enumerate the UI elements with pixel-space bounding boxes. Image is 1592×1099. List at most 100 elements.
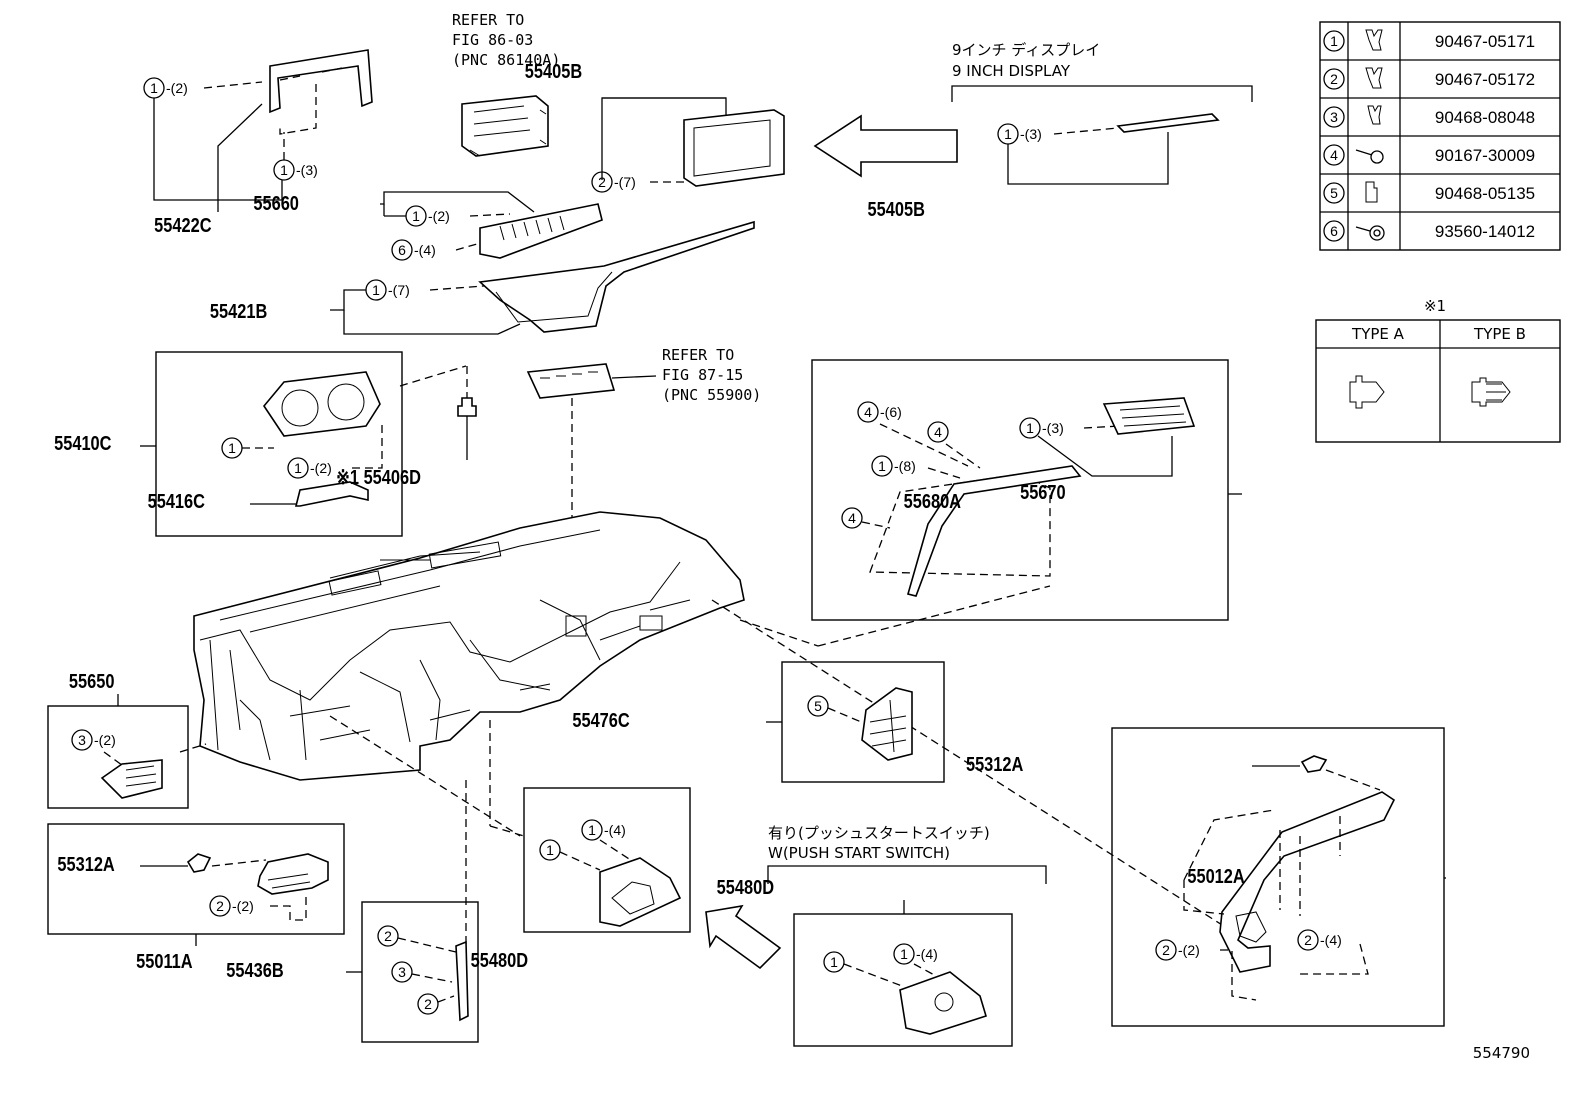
part-number: 93560-14012: [1435, 222, 1535, 241]
label-55410C: 55410C: [54, 431, 111, 454]
assembly-55422C: 1 -(2) 1 -(3) 55422C: [143, 49, 373, 236]
label-55011A: 55011A: [136, 949, 192, 972]
push-start-note-jp: 有り(プッシュスタートスイッチ): [768, 824, 990, 842]
part-table-row: 4 90167-30009: [1323, 144, 1535, 166]
direction-arrow: [813, 114, 958, 178]
qty-55670-a: -(6): [880, 404, 902, 420]
nine-inch-display: 9インチ ディスプレイ 9 INCH DISPLAY 1 -(3) 55405B: [868, 41, 1253, 220]
assembly-55410C: 55410C 1 1 -(2) 55416C: [54, 351, 467, 537]
side-trim-drawing: [1219, 791, 1396, 973]
type-a-label: TYPE A: [1351, 325, 1405, 343]
part-table-row: 5 90468-05135: [1323, 181, 1535, 204]
part-table-row: 3 90468-08048: [1323, 105, 1535, 128]
instrument-panel-drawing: [179, 511, 1231, 952]
label-55312A-right: 55312A: [966, 752, 1023, 775]
part-number: 90468-08048: [1435, 108, 1535, 127]
refer-line: (PNC 55900): [662, 386, 761, 404]
label-55405B-top: 55405B: [525, 59, 582, 82]
start-button-icon: [934, 992, 954, 1012]
svg-text:1: 1: [1026, 420, 1034, 436]
qty-55660-a: -(2): [428, 208, 450, 224]
label-55650: 55650: [69, 669, 115, 692]
clip-icon: [186, 853, 212, 873]
refer-line: REFER TO: [662, 346, 734, 364]
qty-55405B: -(7): [614, 174, 636, 190]
clip-icon: [1367, 105, 1382, 125]
label-55480D-top: 55480D: [717, 875, 774, 898]
type-table: ※1 TYPE A TYPE B: [1315, 297, 1561, 443]
clip-icon: [457, 397, 477, 417]
side-vent-drawing: [100, 759, 163, 799]
label-55312A-left: 55312A: [57, 852, 114, 875]
qty-55480D-top: -(4): [916, 946, 938, 962]
type-note-mark: ※1: [1424, 297, 1446, 315]
label-55012A: 55012A: [1187, 864, 1244, 887]
row-number: 4: [1330, 147, 1338, 163]
qty-55480D-box: -(4): [604, 822, 626, 838]
switch-bezel-drawing: [599, 857, 682, 927]
assembly-55011A: 55312A 2 -(2) 55011A: [47, 823, 345, 972]
brace-drawing: [455, 940, 469, 1022]
svg-text:2: 2: [1304, 932, 1312, 948]
svg-text:2: 2: [384, 928, 392, 944]
refer-line: FIG 87-15: [662, 366, 743, 384]
refer-fig-87: REFER TO FIG 87-15 (PNC 55900): [526, 346, 761, 640]
qty-display: -(3): [1020, 126, 1042, 142]
type-b-label: TYPE B: [1473, 325, 1526, 343]
screw-icon: [1355, 225, 1385, 241]
diagram-code: 554790: [1473, 1044, 1530, 1062]
direction-arrow: [705, 904, 782, 970]
svg-text:1: 1: [372, 282, 380, 298]
svg-text:2: 2: [598, 174, 606, 190]
meter-panel-drawing: [294, 481, 369, 507]
row-number: 3: [1330, 109, 1338, 125]
qty-55422C-a: -(2): [166, 80, 188, 96]
svg-text:3: 3: [78, 732, 86, 748]
part-number: 90467-05172: [1435, 70, 1535, 89]
qty-55011A: -(2): [232, 898, 254, 914]
svg-text:1: 1: [150, 80, 158, 96]
part-table-row: 1 90467-05171: [1323, 29, 1535, 52]
qty-55670-b: -(8): [894, 458, 916, 474]
svg-text:6: 6: [398, 242, 406, 258]
label-55416C: 55416C: [148, 489, 205, 512]
row-number: 5: [1330, 185, 1338, 201]
part-table-row: 2 90467-05172: [1323, 67, 1535, 90]
qty-55660-b: -(4): [414, 242, 436, 258]
assembly-55670: 55670 4 -(6) 4 1 -(8) 4 1 -(3) 55680A: [811, 359, 1242, 621]
svg-text:1: 1: [546, 842, 554, 858]
label-55480D-box: 55480D: [471, 948, 528, 971]
svg-text:4: 4: [848, 510, 856, 526]
part-number: 90468-05135: [1435, 184, 1535, 203]
qty-55680A: -(3): [1042, 420, 1064, 436]
assembly-55436B: 55436B 2 3 2: [226, 901, 479, 1043]
svg-text:1: 1: [294, 460, 302, 476]
svg-text:1: 1: [228, 440, 236, 456]
refer-line: FIG 86-03: [452, 31, 533, 49]
label-55421B: 55421B: [210, 299, 267, 322]
refer-line: (PNC 86140A): [452, 51, 560, 69]
qty-55012A-a: -(2): [1178, 942, 1200, 958]
display-note-jp: 9インチ ディスプレイ: [952, 41, 1100, 59]
center-panel-drawing: [478, 220, 755, 333]
svg-text:1: 1: [280, 162, 288, 178]
assembly-55421B: 55421B 1 -(7): [210, 220, 755, 335]
clip-icon: [1365, 29, 1383, 51]
row-number: 1: [1330, 33, 1338, 49]
label-55660: 55660: [253, 191, 299, 214]
svg-text:1: 1: [878, 458, 886, 474]
label-55406D: ※1 55406D: [336, 465, 421, 488]
svg-text:5: 5: [814, 698, 822, 714]
svg-text:3: 3: [398, 964, 406, 980]
svg-text:1: 1: [412, 208, 420, 224]
svg-text:2: 2: [424, 996, 432, 1012]
display-note-en: 9 INCH DISPLAY: [952, 62, 1071, 80]
svg-text:4: 4: [934, 424, 942, 440]
svg-text:2: 2: [216, 898, 224, 914]
svg-text:4: 4: [864, 404, 872, 420]
type-a-clip-icon: [1349, 375, 1385, 409]
qty-55421B: -(7): [388, 282, 410, 298]
label-55405B-right: 55405B: [868, 197, 925, 220]
push-start-switch: 有り(プッシュスタートスイッチ) W(PUSH START SWITCH) 55…: [717, 824, 1047, 1047]
